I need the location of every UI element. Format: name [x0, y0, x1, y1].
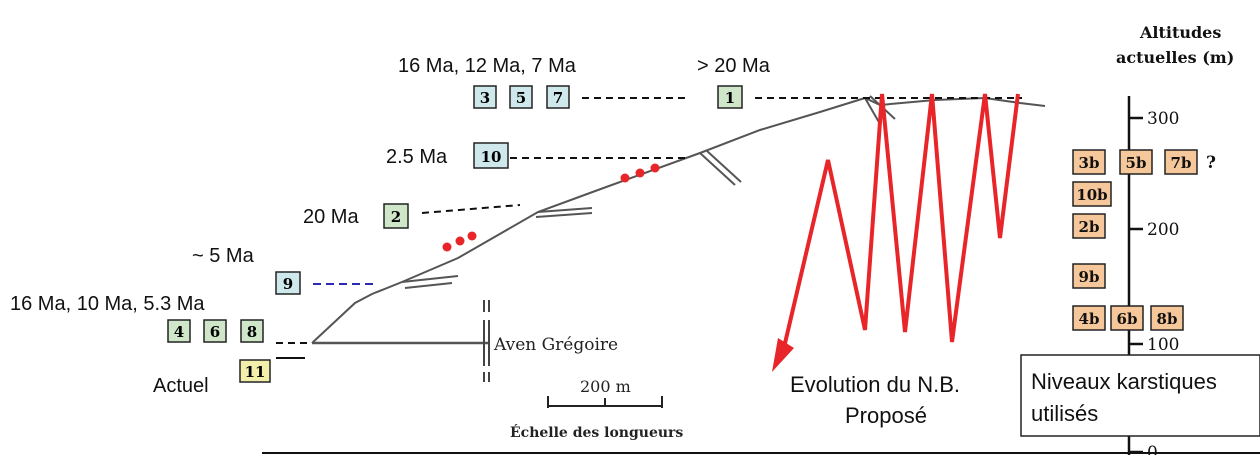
svg-text:6: 6	[210, 323, 220, 341]
level-box-4: 4	[167, 319, 191, 343]
evolution-label-line2: Proposé	[845, 403, 927, 428]
svg-text:8b: 8b	[1157, 310, 1178, 328]
scale-value: 200 m	[580, 377, 631, 396]
left-level-boxes: 3 5 7 1 10 2 9 4	[167, 85, 743, 383]
svg-text:2b: 2b	[1079, 218, 1100, 236]
level-box-5b: 5b	[1119, 149, 1153, 175]
level-box-6b: 6b	[1110, 305, 1144, 331]
age-label-2-5: 2.5 Ma	[386, 146, 448, 168]
level-box-11: 11	[239, 359, 271, 383]
age-label-top-right: > 20 Ma	[697, 55, 771, 77]
age-label-16-10-5: 16 Ma, 10 Ma, 5.3 Ma	[10, 293, 205, 315]
cave-shaft	[483, 300, 490, 382]
age-label-actuel: Actuel	[153, 375, 209, 397]
legend-line2: utilisés	[1031, 401, 1098, 426]
evolution-arrowhead	[772, 338, 794, 372]
level-box-7: 7	[546, 85, 570, 109]
svg-text:6b: 6b	[1117, 310, 1138, 328]
level-box-8b: 8b	[1150, 305, 1184, 331]
svg-text:10: 10	[481, 148, 502, 166]
age-labels: 16 Ma, 12 Ma, 7 Ma > 20 Ma 2.5 Ma 20 Ma …	[10, 55, 771, 397]
level-box-6: 6	[203, 319, 227, 343]
tick-100: 100	[1147, 335, 1179, 355]
scale-bar	[547, 396, 663, 408]
svg-text:8: 8	[247, 323, 257, 341]
level-box-2: 2	[383, 203, 409, 229]
altitude-title-2: actuelles (m)	[1116, 48, 1234, 67]
age-label-5: ~ 5 Ma	[192, 245, 255, 267]
tick-0: 0	[1147, 443, 1158, 455]
svg-text:7b: 7b	[1171, 154, 1192, 172]
evolution-label-line1: Evolution du N.B.	[790, 372, 960, 397]
red-dots	[442, 163, 660, 252]
evolution-zigzag	[780, 93, 1020, 357]
svg-text:3b: 3b	[1079, 154, 1100, 172]
svg-text:5: 5	[516, 89, 526, 107]
level-box-10: 10	[473, 142, 509, 169]
tick-300: 300	[1147, 109, 1179, 129]
level-dash-lines	[276, 97, 1022, 344]
level-box-10b: 10b	[1072, 181, 1112, 207]
level-box-8: 8	[240, 319, 264, 343]
altitude-title-1: Altitudes	[1139, 23, 1221, 42]
age-label-top-left: 16 Ma, 12 Ma, 7 Ma	[398, 55, 577, 77]
level-box-1: 1	[717, 85, 743, 109]
svg-text:2: 2	[391, 208, 401, 226]
legend-line1: Niveaux karstiques	[1031, 369, 1217, 394]
question-mark: ?	[1206, 153, 1216, 173]
svg-text:4: 4	[174, 323, 184, 341]
level-box-2b: 2b	[1072, 213, 1106, 239]
svg-text:1: 1	[725, 89, 735, 107]
svg-text:9: 9	[283, 275, 293, 293]
svg-text:9b: 9b	[1079, 268, 1100, 286]
level-box-7b: 7b	[1164, 149, 1198, 175]
cave-label: Aven Grégoire	[493, 335, 618, 355]
svg-text:4b: 4b	[1079, 310, 1100, 328]
level-box-3: 3	[473, 85, 497, 109]
level-box-4b: 4b	[1072, 305, 1106, 331]
level-box-9: 9	[275, 271, 301, 295]
level-box-5: 5	[509, 85, 533, 109]
tick-200: 200	[1147, 220, 1179, 240]
level-box-3b: 3b	[1072, 149, 1106, 175]
right-level-boxes: 3b 5b 7b 10b 2b 9b 4b 6b	[1072, 149, 1198, 331]
age-label-20: 20 Ma	[303, 206, 359, 228]
svg-text:11: 11	[245, 363, 266, 381]
svg-text:3: 3	[480, 89, 490, 107]
level-box-9b: 9b	[1072, 263, 1106, 289]
svg-text:7: 7	[553, 89, 563, 107]
svg-text:5b: 5b	[1126, 154, 1147, 172]
legend-box	[1020, 354, 1260, 437]
scale-caption: Échelle des longueurs	[510, 423, 683, 441]
svg-text:10b: 10b	[1076, 186, 1107, 204]
